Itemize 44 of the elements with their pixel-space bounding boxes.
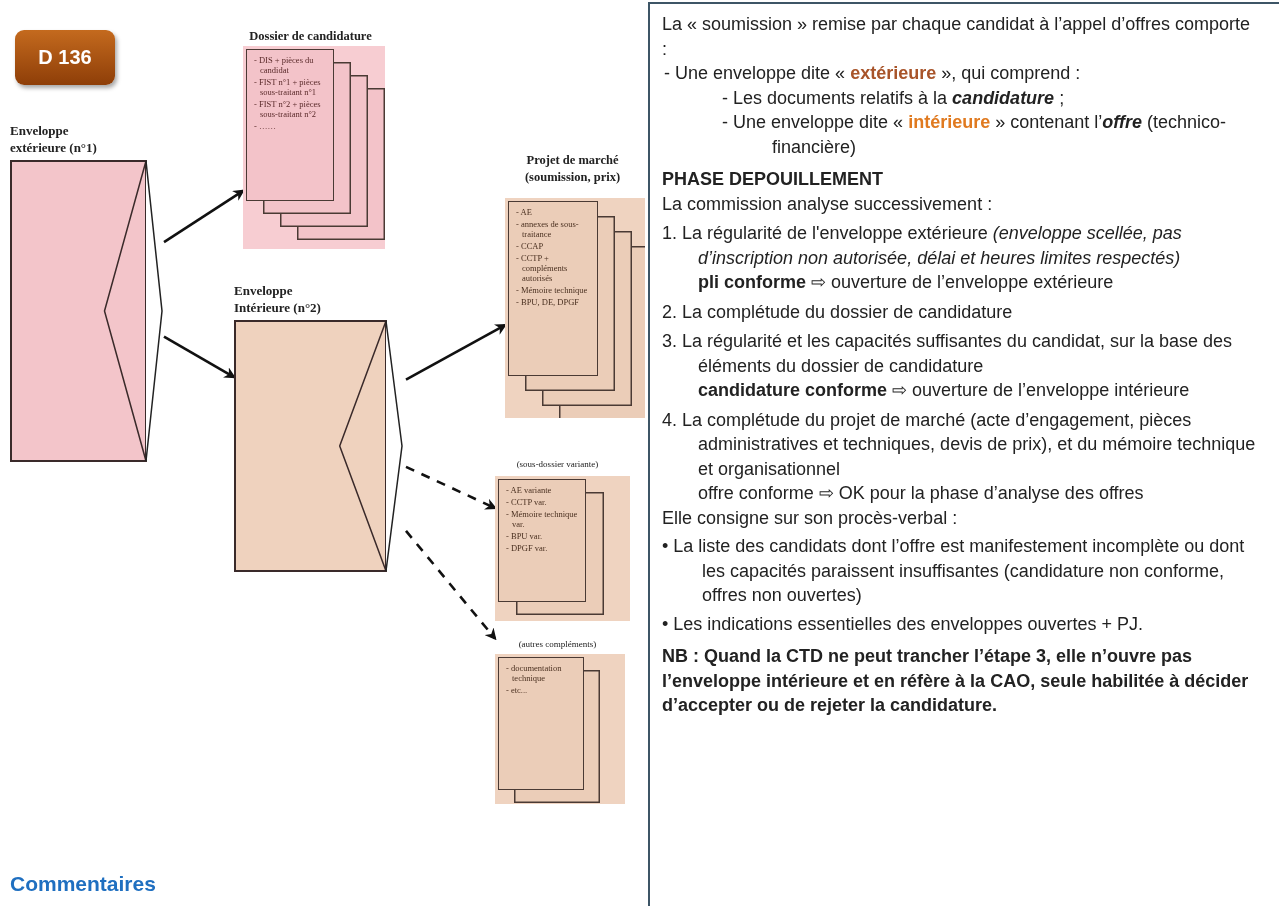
list-item: - documentation technique bbox=[506, 663, 563, 683]
list-item: - BPU var. bbox=[506, 531, 544, 541]
title-badge: D 136 bbox=[15, 30, 115, 85]
stack-title: Dossier de candidature bbox=[248, 28, 373, 45]
paragraph: candidature conforme ⇨ ouverture de l’enveloppe intérieure bbox=[697, 379, 1191, 402]
paragraph: offre conforme ⇨ OK pour la phase d’analyse des offres bbox=[697, 482, 1145, 505]
paragraph: NB : Quand la CTD ne peut trancher l’étape 3, elle n’ouvre pas l’enveloppe intérieure et en réfère à la CAO, seule habilitée à décider d’accepter ou de rejeter la candidature. bbox=[662, 645, 1250, 717]
list-item: - CCTP + compléments autorisés bbox=[516, 253, 569, 283]
paragraph: Elle consigne sur son procès-verbal : bbox=[662, 506, 959, 530]
stack-title: (autres compléments) bbox=[517, 638, 598, 650]
list-item: - DPGF var. bbox=[506, 543, 549, 553]
list-item: - …… bbox=[254, 121, 277, 131]
list-item: - CCAP bbox=[516, 241, 545, 251]
arrow bbox=[163, 335, 236, 379]
list-item: - FIST n°2 + pièces sous-traitant n°2 bbox=[254, 99, 322, 119]
paragraph: - Les documents relatifs à la candidature ; bbox=[721, 86, 1066, 110]
list-item: - AE variante bbox=[506, 485, 553, 495]
dashed-arrow bbox=[405, 530, 497, 641]
paragraph: - Une enveloppe dite « extérieure », qui comprend : bbox=[663, 62, 1082, 85]
stack-title: (sous-dossier variante) bbox=[515, 458, 600, 470]
paragraph: La « soumission » remise par chaque candidat à l’appel d’offres comporte : bbox=[662, 13, 1251, 61]
paragraph: 2. La complétude du dossier de candidature bbox=[662, 300, 1014, 324]
list-item: - FIST n°1 + pièces sous-traitant n°1 bbox=[254, 77, 322, 97]
paragraph: pli conforme ⇨ ouverture de l’enveloppe extérieure bbox=[697, 271, 1115, 294]
section-heading: PHASE DEPOUILLEMENT bbox=[662, 168, 885, 191]
paragraph: • La liste des candidats dont l’offre est manifestement incomplète ou dont les capacités paraissent insuffisantes (candidature non conforme, offres non ouvertes) bbox=[662, 535, 1246, 607]
list-item: - annexes de sous-traitance bbox=[516, 219, 580, 239]
paragraph: 1. La régularité de l'enveloppe extérieure (enveloppe scellée, pas d’inscription non autorisée, délai et heures limites respectés) bbox=[662, 222, 1183, 270]
arrow bbox=[163, 189, 245, 244]
envelope-label: Enveloppe extérieure (n°1) bbox=[10, 122, 98, 156]
envelope-label: Enveloppe Intérieure (n°2) bbox=[234, 282, 322, 316]
list-item: - AE bbox=[516, 207, 533, 217]
list-item: - CCTP var. bbox=[506, 497, 548, 507]
list-item: - etc... bbox=[506, 685, 529, 695]
text-panel bbox=[648, 2, 1279, 906]
list-item: - BPU, DE, DPGF bbox=[516, 297, 581, 307]
stack-title: Projet de marché (soumission, prix) bbox=[523, 152, 622, 186]
section-label: Commentaires bbox=[10, 872, 156, 896]
list-item: - DIS + pièces du candidat bbox=[254, 55, 315, 75]
paragraph: La commission analyse successivement : bbox=[662, 192, 994, 216]
list-item: - Mémoire technique var. bbox=[506, 509, 579, 529]
list-item: - Mémoire technique bbox=[516, 285, 589, 295]
paragraph: • Les indications essentielles des enveloppes ouvertes + PJ. bbox=[662, 612, 1145, 636]
paragraph: - Une enveloppe dite « intérieure » contenant l’offre (technico-financière) bbox=[721, 111, 1227, 159]
